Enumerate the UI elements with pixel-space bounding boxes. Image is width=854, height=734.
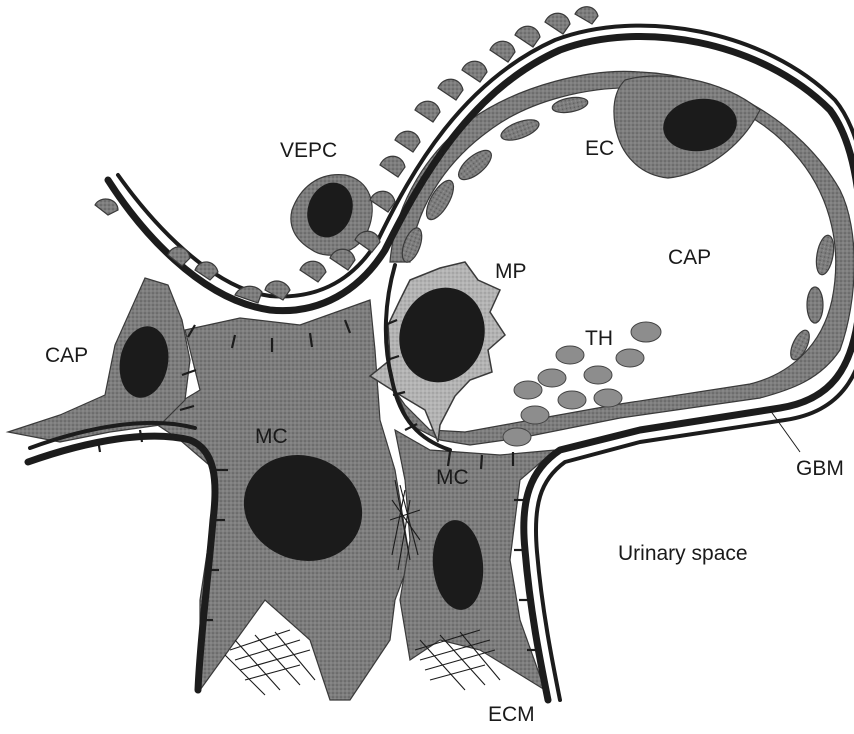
label-ec: EC	[585, 137, 614, 160]
gbm-lower-left	[28, 436, 215, 690]
label-gbm: GBM	[796, 457, 844, 480]
label-cap-left: CAP	[45, 344, 88, 367]
label-mc-left: MC	[255, 425, 288, 448]
label-mc-right: MC	[436, 466, 469, 489]
label-vepc: VEPC	[280, 139, 337, 162]
label-th: TH	[585, 327, 613, 350]
label-ecm: ECM	[488, 703, 535, 726]
label-mp: MP	[495, 260, 527, 283]
label-cap-lumen: CAP	[668, 246, 711, 269]
label-urinary-space: Urinary space	[618, 542, 748, 565]
